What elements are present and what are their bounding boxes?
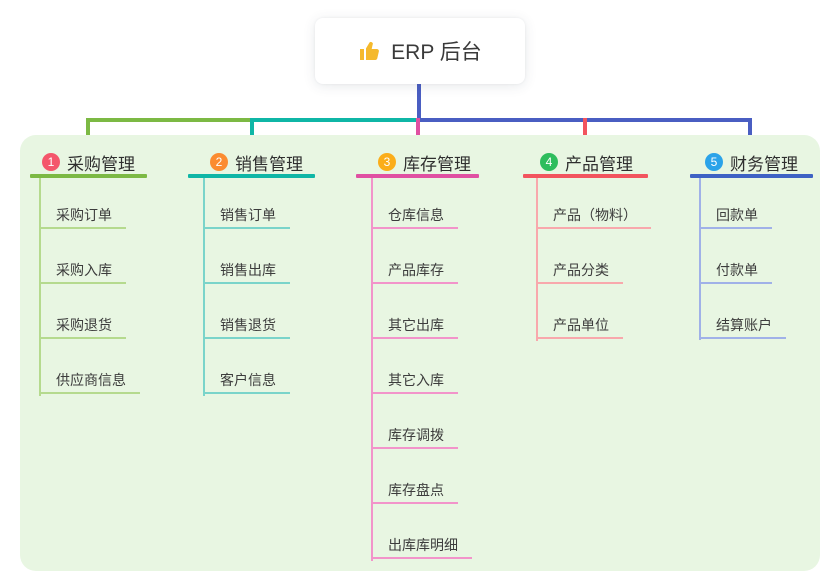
branch-underline-5	[690, 174, 813, 178]
mindmap-item[interactable]: 产品分类	[536, 260, 623, 284]
mindmap-item[interactable]: 产品库存	[371, 260, 458, 284]
branch-tick-1	[86, 118, 90, 148]
branch-underline-3	[356, 174, 479, 178]
mindmap-item[interactable]: 采购订单	[39, 205, 126, 229]
branch-spine-2	[203, 178, 205, 396]
branch-tick-2	[250, 118, 254, 148]
branch-header-purchase[interactable]: 1 采购管理	[42, 150, 135, 174]
branch-underline-4	[523, 174, 648, 178]
mindmap-item[interactable]: 产品（物料）	[536, 205, 651, 229]
branch-badge-2: 2	[210, 153, 228, 171]
mindmap-item[interactable]: 库存调拨	[371, 425, 458, 449]
main-panel	[20, 135, 820, 571]
branch-header-finance[interactable]: 5 财务管理	[705, 150, 798, 174]
mindmap-item[interactable]: 供应商信息	[39, 370, 140, 394]
root-stem-line	[417, 84, 421, 122]
branch-label-5: 财务管理	[730, 154, 798, 174]
thumbs-up-icon	[358, 39, 382, 63]
branch-tick-5	[748, 118, 752, 148]
branch-tick-4	[583, 118, 587, 148]
branch-badge-5: 5	[705, 153, 723, 171]
branch-label-4: 产品管理	[565, 154, 633, 174]
branch-header-sales[interactable]: 2 销售管理	[210, 150, 303, 174]
mindmap-item[interactable]: 销售出库	[203, 260, 290, 284]
mindmap-item[interactable]: 回款单	[699, 205, 772, 229]
branch-spine-4	[536, 178, 538, 341]
mindmap-item[interactable]: 出库库明细	[371, 535, 472, 559]
branch-badge-1: 1	[42, 153, 60, 171]
mindmap-item[interactable]: 销售订单	[203, 205, 290, 229]
mindmap-item[interactable]: 产品单位	[536, 315, 623, 339]
branch-label-2: 销售管理	[235, 154, 303, 174]
branch-label-1: 采购管理	[67, 154, 135, 174]
mindmap-item[interactable]: 销售退货	[203, 315, 290, 339]
root-label: ERP 后台	[391, 41, 482, 64]
bus-segment-teal	[250, 118, 418, 122]
branch-header-product[interactable]: 4 产品管理	[540, 150, 633, 174]
bus-segment-green	[86, 118, 252, 122]
branch-badge-3: 3	[378, 153, 396, 171]
branch-underline-2	[188, 174, 315, 178]
branch-header-inventory[interactable]: 3 库存管理	[378, 150, 471, 174]
mindmap-item[interactable]: 客户信息	[203, 370, 290, 394]
mindmap-item[interactable]: 库存盘点	[371, 480, 458, 504]
mindmap-item[interactable]: 仓库信息	[371, 205, 458, 229]
mindmap-item[interactable]: 结算账户	[699, 315, 786, 339]
branch-underline-1	[30, 174, 147, 178]
mindmap-item[interactable]: 采购退货	[39, 315, 126, 339]
branch-spine-5	[699, 178, 701, 340]
root-node-erp[interactable]: ERP 后台	[315, 18, 525, 84]
mindmap-item[interactable]: 付款单	[699, 260, 772, 284]
mindmap-item[interactable]: 采购入库	[39, 260, 126, 284]
branch-spine-3	[371, 178, 373, 561]
mindmap-item[interactable]: 其它入库	[371, 370, 458, 394]
branch-tick-3	[416, 118, 420, 148]
mindmap-item[interactable]: 其它出库	[371, 315, 458, 339]
branch-spine-1	[39, 178, 41, 396]
branch-label-3: 库存管理	[403, 154, 471, 174]
branch-badge-4: 4	[540, 153, 558, 171]
